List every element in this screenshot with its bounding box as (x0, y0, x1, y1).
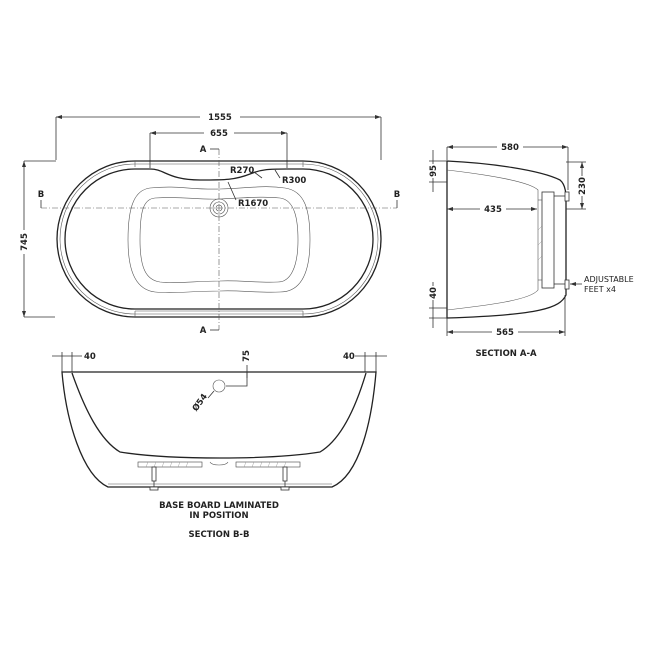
section-aa-view: 580 230 95 (427, 141, 634, 359)
base-thickness-label: 40 (429, 287, 439, 299)
section-aa-title: SECTION A-A (475, 349, 537, 359)
base-board-note-line2: IN POSITION (189, 511, 248, 521)
radius-1670-label: R1670 (238, 199, 268, 209)
section-aa-bottom-width-label: 565 (496, 328, 514, 338)
radius-270-label: R270 (230, 166, 254, 176)
plan-view: 1555 655 745 A (17, 111, 400, 336)
section-a-marker-top: A (200, 145, 207, 155)
section-a-marker-bottom: A (200, 326, 207, 336)
section-bb-view: 40 40 75 Ø54 (52, 350, 387, 540)
overall-width-label: 745 (20, 233, 30, 251)
section-b-marker-right: B (394, 190, 400, 200)
tap-ledge-width-label: 655 (210, 129, 228, 139)
overflow-offset-label: 75 (242, 350, 252, 362)
base-board-note-line1: BASE BOARD LAMINATED (159, 501, 279, 511)
overflow-diameter-label: Ø54 (190, 392, 210, 414)
right-rim-label: 40 (343, 352, 355, 362)
overall-length-label: 1555 (208, 113, 232, 123)
adjustable-feet-callout-line2: FEET x4 (584, 285, 616, 294)
adjustable-feet-callout-line1: ADJUSTABLE (584, 275, 634, 284)
section-aa-inner-width-label: 435 (484, 205, 502, 215)
section-aa-top-width-label: 580 (501, 143, 519, 153)
rim-depth-label: 95 (429, 165, 439, 177)
section-b-marker-left: B (38, 190, 44, 200)
left-rim-label: 40 (84, 352, 96, 362)
feet-height-label: 230 (578, 177, 588, 195)
section-bb-title: SECTION B-B (189, 530, 250, 540)
radius-300-label: R300 (282, 176, 306, 186)
